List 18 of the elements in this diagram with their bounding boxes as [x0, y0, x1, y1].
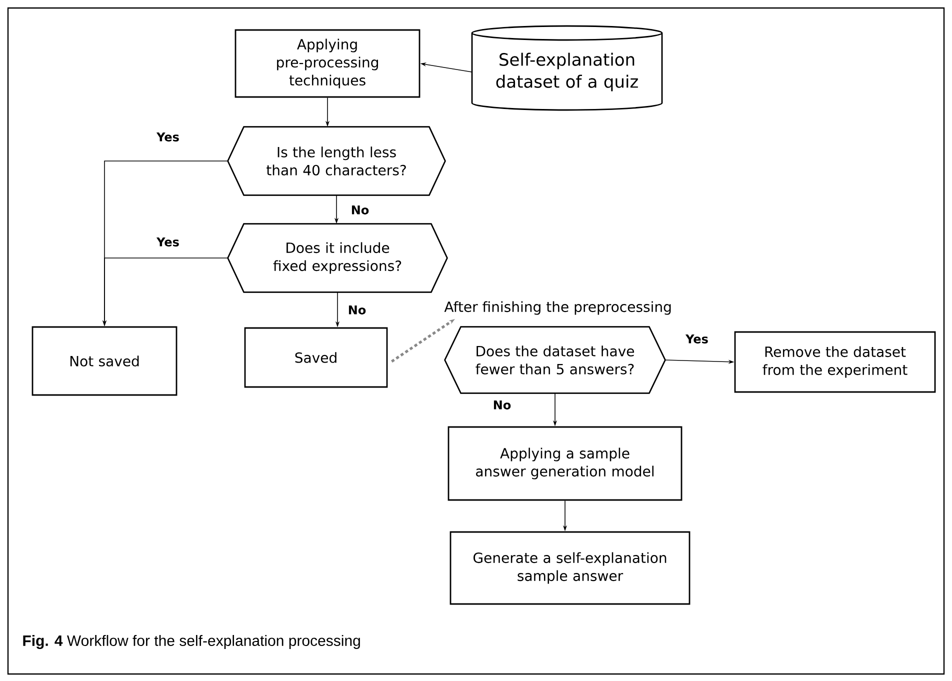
edge-label: No: [350, 204, 370, 216]
decision-hexagon: Does it include fixed expressions?: [227, 223, 448, 293]
edge-label: Yes: [156, 236, 180, 248]
edge-label: Yes: [156, 132, 180, 142]
note-text: After finishing the preprocessing: [444, 301, 671, 315]
process-box: Saved: [244, 327, 388, 388]
edge-label: No: [492, 400, 512, 410]
database-cylinder: Self-explanation dataset of a quiz: [471, 25, 663, 111]
decision-hexagon: Does the dataset have fewer than 5 answers?: [444, 326, 666, 394]
process-box: Applying pre-processing techniques: [234, 29, 420, 98]
edge-label: No: [346, 304, 368, 316]
process-box: Applying a sample answer generation model: [448, 426, 682, 501]
edge-label: Yes: [684, 334, 710, 344]
process-box: Not saved: [32, 326, 178, 396]
decision-hexagon: Is the length less than 40 characters?: [227, 126, 446, 196]
process-box: Remove the dataset from the experiment: [734, 331, 936, 393]
figure-caption: Fig. 4 Workflow for the self-explanation processing: [23, 634, 360, 650]
process-box: Generate a self-explanation sample answer: [450, 531, 690, 605]
